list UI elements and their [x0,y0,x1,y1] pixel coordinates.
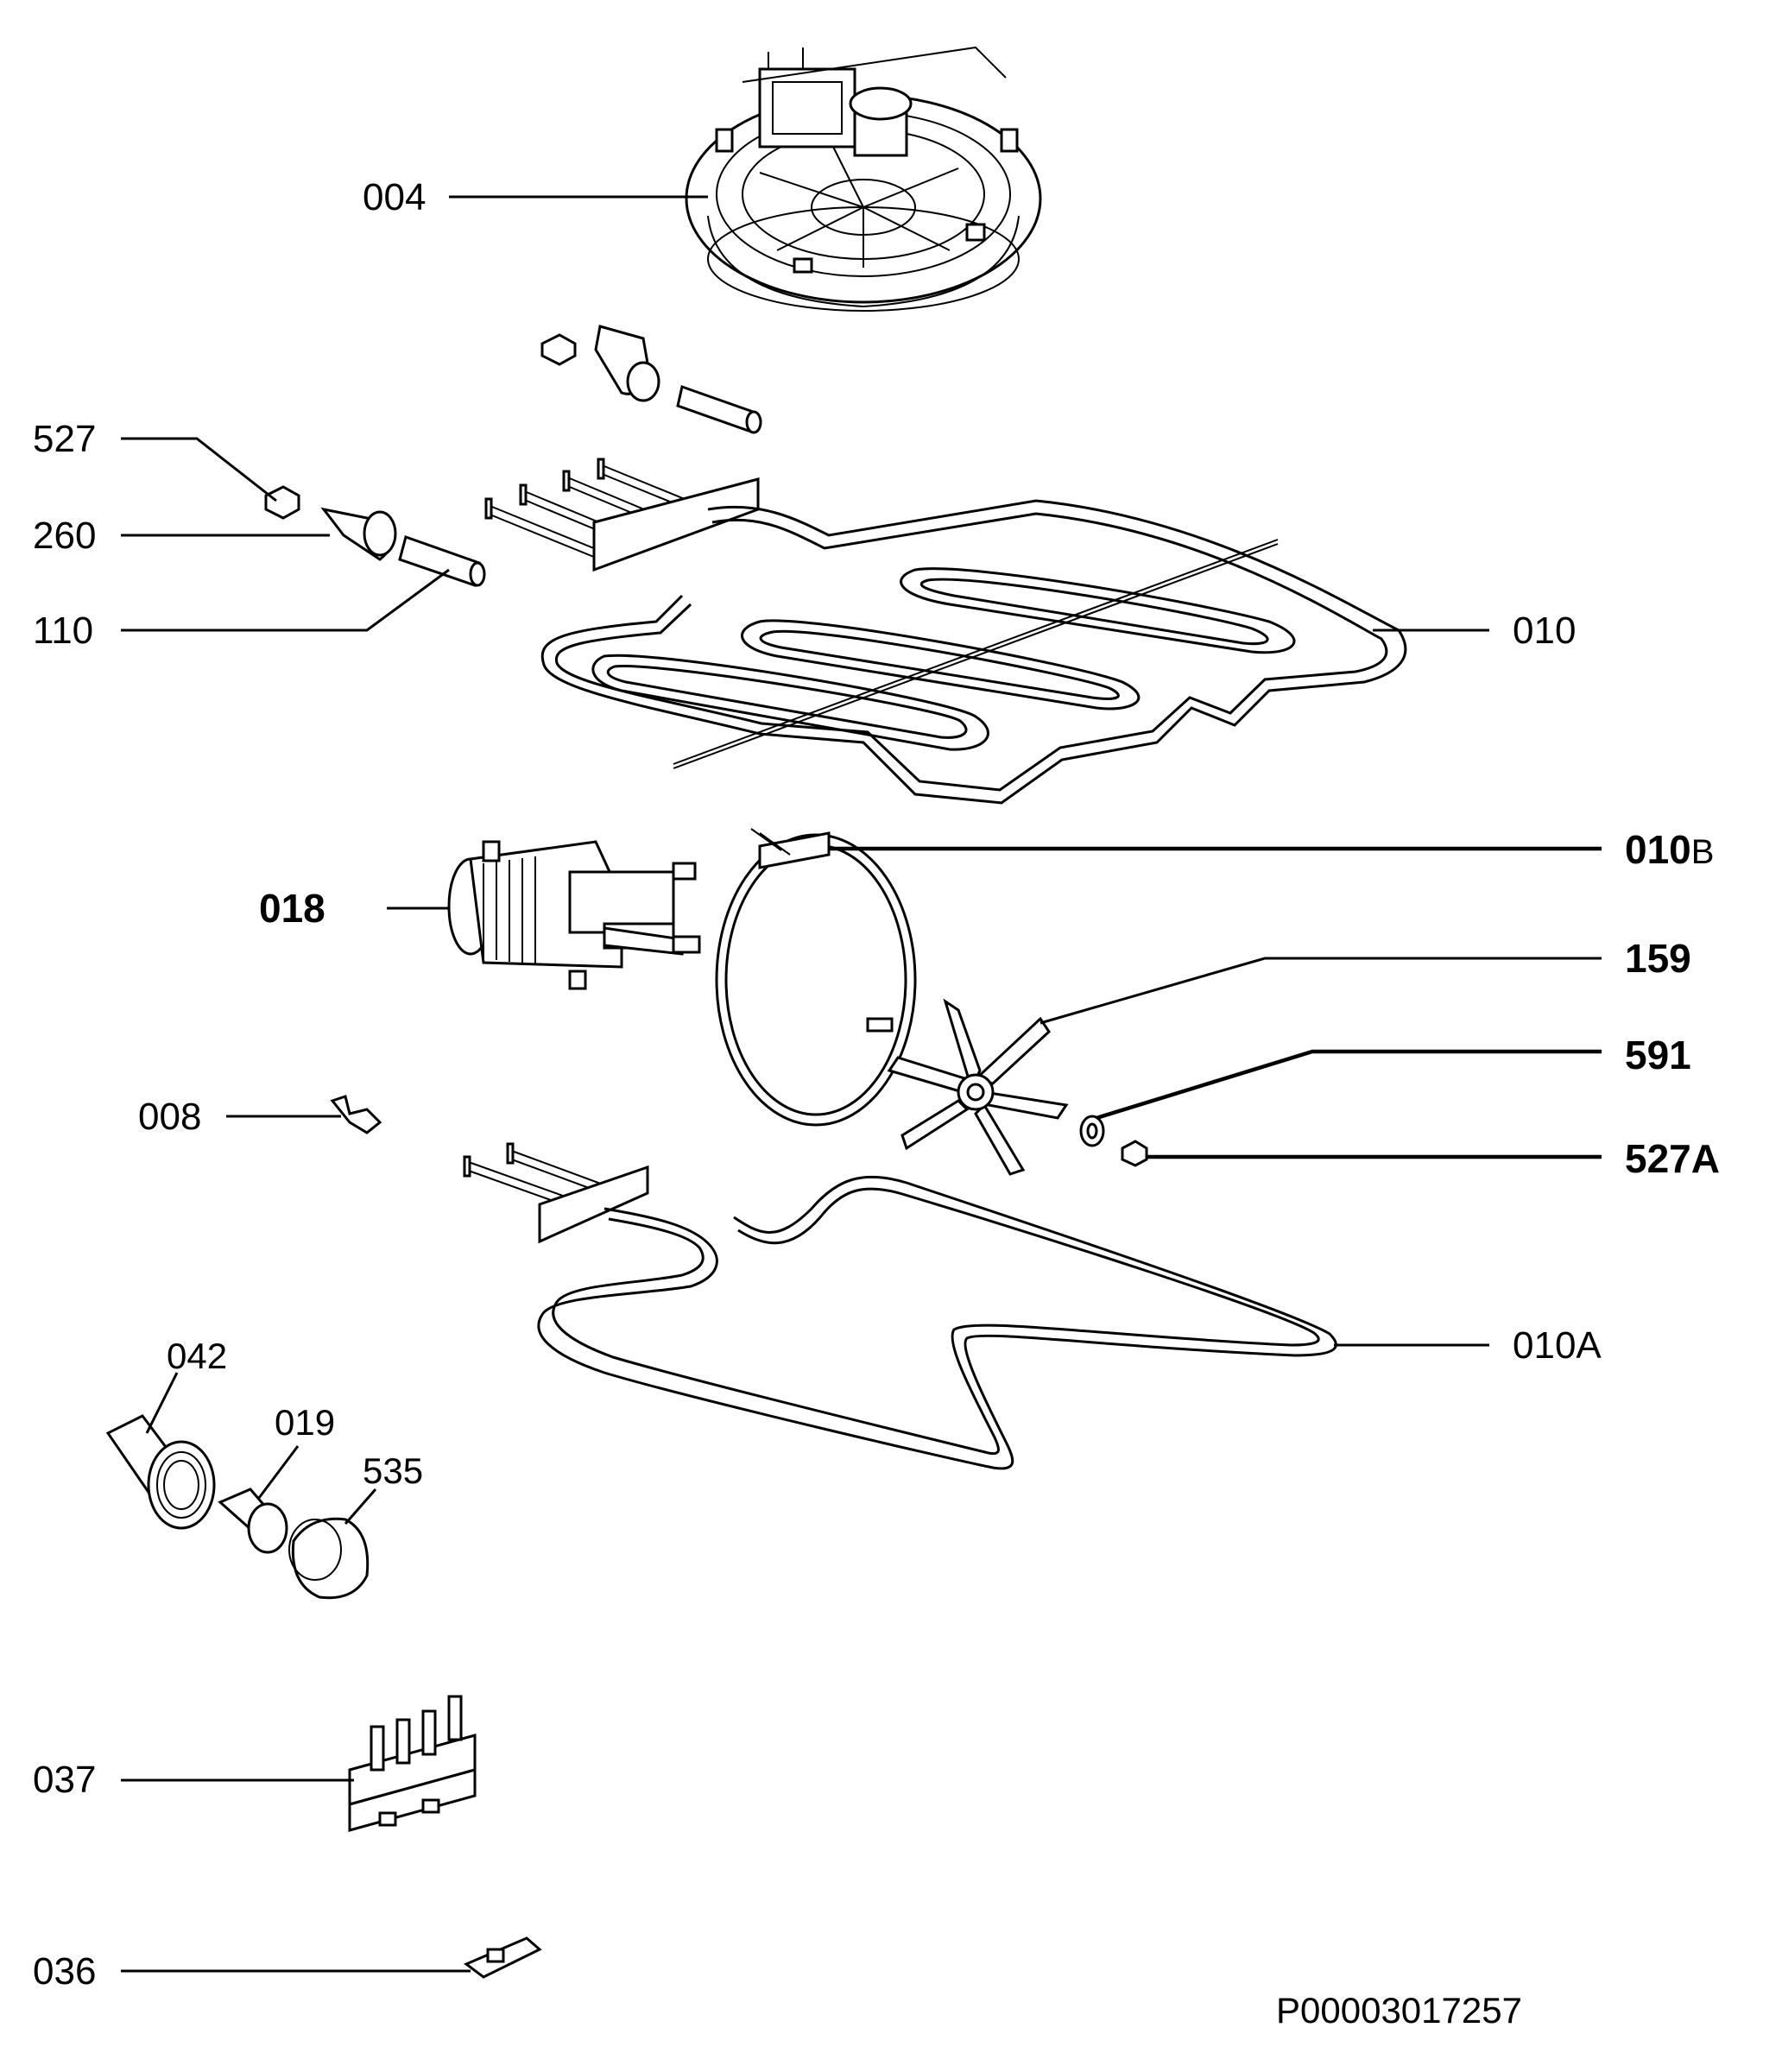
glass-cover-535-icon [288,1517,370,1600]
drawing-number: P00003017257 [1276,1990,1522,2031]
label-037: 037 [33,1759,96,1801]
label-008: 008 [138,1096,201,1138]
grill-element-icon [484,458,1407,805]
label-010: 010 [1513,610,1576,652]
label-010b: 010B [1625,827,1714,872]
leader-019 [257,1445,300,1499]
label-010a: 010A [1513,1324,1602,1367]
leader-159 [1040,957,1602,1025]
label-260: 260 [33,515,96,557]
leader-042 [145,1372,179,1434]
label-535: 535 [363,1450,423,1491]
bracket-008-icon [330,1095,382,1134]
label-527: 527 [33,418,96,460]
fan-motor-icon [685,46,1042,312]
upper-fitting-set [540,325,762,434]
nut-527-icon [264,485,300,520]
fan-blade-icon [887,998,1069,1176]
lower-element-icon [463,1142,1337,1470]
label-591: 591 [1625,1033,1691,1077]
circular-element-icon [715,828,917,1127]
nut-527a-icon [1121,1140,1148,1167]
fan-motor-018-icon [447,840,701,990]
label-042: 042 [167,1336,227,1376]
fitting-set-527-260-110 [264,485,486,587]
label-004: 004 [363,176,426,218]
label-018: 018 [259,886,325,931]
lamp-holder-icon [105,1414,216,1530]
label-036: 036 [33,1950,96,1993]
leader-591 [1096,1049,1602,1121]
terminal-block-icon [348,1695,477,1832]
label-019: 019 [275,1402,335,1443]
label-159: 159 [1625,936,1691,981]
leader-527 [121,437,277,502]
label-527a: 527A [1625,1136,1720,1181]
clip-036-icon [464,1936,542,1979]
bulb-019-icon [218,1488,288,1554]
leader-535 [344,1488,377,1525]
leader-110 [121,568,450,632]
washer-591-icon [1079,1115,1105,1147]
label-110: 110 [33,610,93,652]
